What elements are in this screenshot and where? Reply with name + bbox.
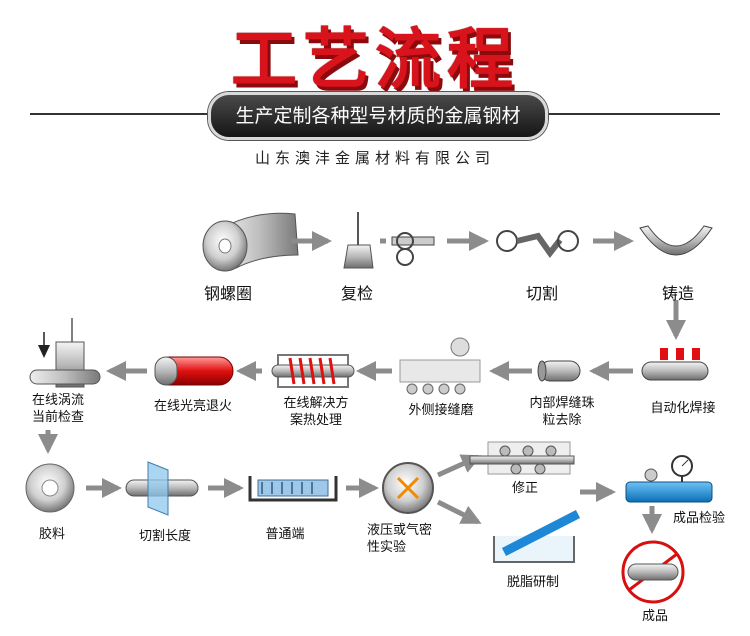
cutting-machine-icon: [391, 232, 435, 266]
label-auto-weld: 自动化焊接: [650, 401, 716, 416]
final-inspect-icon: [625, 455, 713, 503]
straighten-icon: [469, 441, 575, 475]
subtitle-banner: 生产定制各种型号材质的金属钢材: [208, 92, 548, 140]
cut-icon: [496, 230, 579, 259]
bright-anneal-icon: [154, 356, 234, 386]
steel-coil-icon: [202, 212, 299, 272]
company-name: 山东澳沣金属材料有限公司: [254, 149, 495, 167]
label-inner-bead: 内部焊缝珠 粒去除: [529, 396, 595, 428]
inspect-icon: [343, 212, 374, 269]
plain-end-icon: [248, 476, 338, 502]
label-cut-length: 切割长度: [138, 529, 191, 544]
pressure-test-icon: [382, 462, 434, 514]
product-icon: [621, 540, 685, 604]
forming-icon: [639, 225, 713, 256]
label-plain-end: 普通端: [265, 527, 305, 542]
outer-grind-icon: [399, 337, 481, 395]
label-glue: 胶料: [38, 527, 65, 542]
label-coil: 钢螺圈: [203, 284, 252, 303]
degrease-icon: [493, 509, 581, 563]
label-straighten: 修正: [511, 481, 538, 496]
label-heat-treat: 在线解决方 案热处理: [283, 396, 349, 428]
label-eddy-check: 在线涡流 当前检查: [32, 393, 85, 425]
label-outer-grind: 外侧接缝磨: [408, 403, 474, 418]
glue-disc-icon: [25, 463, 75, 513]
label-bright-anneal: 在线光亮退火: [153, 399, 232, 414]
label-forming: 铸造: [661, 284, 694, 303]
heat-treat-icon: [271, 354, 355, 388]
label-product: 成品: [641, 609, 668, 624]
label-degrease: 脱脂研制: [506, 575, 559, 590]
page-title: 工艺流程: [231, 21, 519, 98]
auto-weld-icon: [641, 348, 709, 381]
arrow-to-degrease: [436, 499, 482, 525]
label-pressure-test: 液压或气密 性实验: [367, 523, 433, 555]
inner-bead-icon: [537, 360, 581, 382]
label-inspect: 复检: [340, 284, 373, 303]
cut-length-icon: [125, 461, 199, 516]
banner-right-line: [542, 113, 720, 115]
label-final-inspect: 成品检验: [672, 511, 725, 526]
eddy-check-icon: [29, 318, 101, 388]
banner-left-line: [30, 113, 208, 115]
label-cut: 切割: [525, 284, 558, 303]
